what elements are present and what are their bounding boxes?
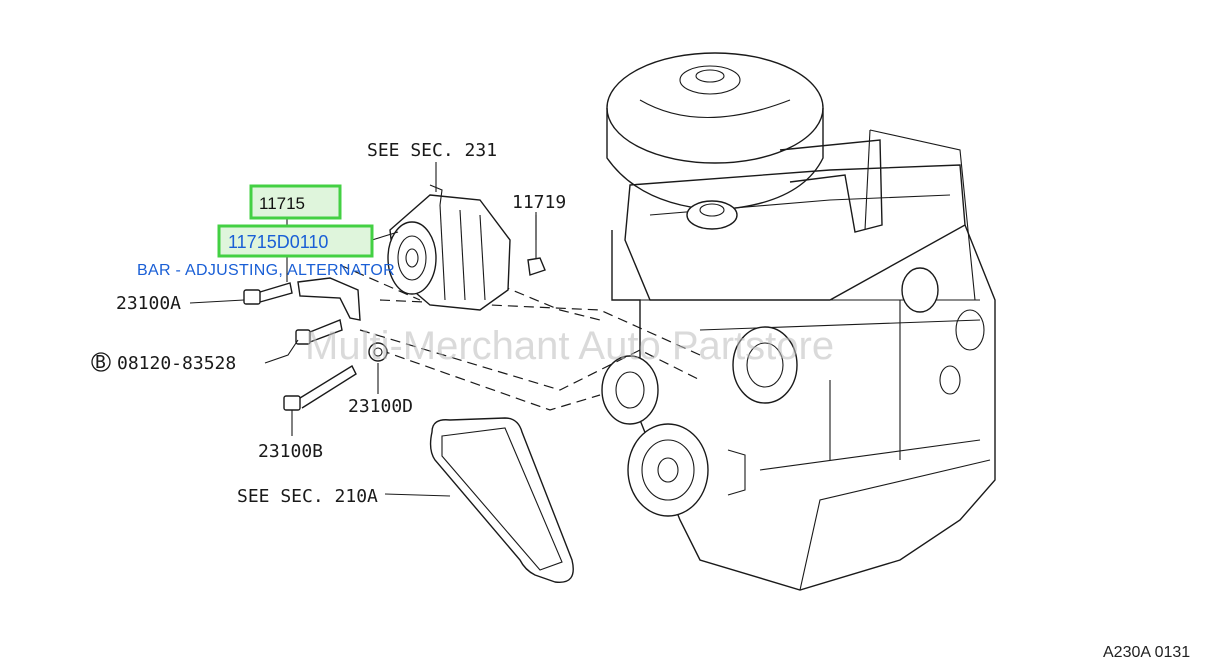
bolt-23100A-drawing [243, 282, 293, 305]
label-part-23100B: 23100B [258, 441, 323, 462]
air-cleaner-drawing [606, 52, 824, 211]
bolt-23100B-drawing [283, 365, 357, 411]
adjusting-bar-drawing [297, 277, 361, 321]
label-part-23100A: 23100A [116, 293, 181, 314]
alternator-drawing [387, 184, 511, 311]
valve-cover-drawing [624, 129, 976, 301]
part-number-11715[interactable]: 11715 [259, 194, 305, 213]
bolt-08120-drawing [295, 319, 343, 345]
engine-block-drawing [611, 224, 996, 591]
highlighted-oem-number[interactable]: 11715D0110 [217, 224, 374, 258]
highlighted-part-11715[interactable]: 11715 [249, 184, 342, 220]
part-description[interactable]: BAR - ADJUSTING, ALTERNATOR [137, 262, 395, 279]
label-part-11719: 11719 [512, 192, 566, 213]
engine-illustration [339, 52, 996, 591]
pulleys-drawing [601, 326, 798, 517]
diagram-code: A230A 0131 [1103, 644, 1190, 661]
label-see-sec-231: SEE SEC. 231 [367, 140, 497, 161]
washer-23100D-drawing [368, 342, 388, 362]
label-see-sec-210A: SEE SEC. 210A [237, 486, 378, 507]
bolt-code-marker: B [91, 352, 111, 373]
bolt-prefix-letter: B [95, 352, 106, 373]
oem-number-11715D0110[interactable]: 11715D0110 [228, 232, 328, 252]
watermark-text: Multi-Merchant Auto Partstore [305, 324, 834, 368]
label-part-08120-83528: 08120-83528 [117, 353, 236, 374]
label-part-23100D: 23100D [348, 396, 413, 417]
drive-belt-drawing [429, 417, 574, 584]
